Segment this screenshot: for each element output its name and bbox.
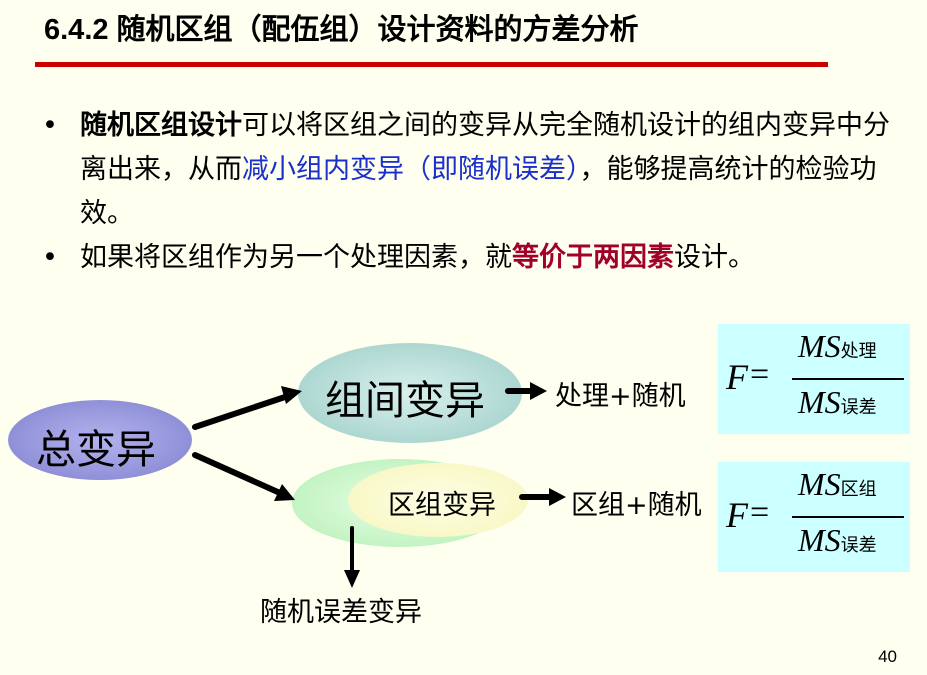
bullet-2-text-b: 设计。 — [674, 242, 755, 273]
title-underline — [35, 62, 828, 67]
formula-2-numerator: MS区组 — [798, 466, 877, 503]
bullet-2-red-phrase: 等价于两因素 — [512, 242, 674, 273]
between-variance-ellipse — [298, 343, 522, 443]
block-variance-ellipse — [348, 463, 528, 537]
formula-1-equals: = — [750, 356, 770, 393]
formula-box-treatment: F = MS处理 MS误差 — [718, 324, 910, 434]
bullet-2-text-a: 如果将区组作为另一个处理因素，就 — [80, 242, 512, 273]
bullet-item-2: • 如果将区组作为另一个处理因素，就等价于两因素设计。 — [42, 236, 902, 280]
random-variance-label: 随机误差变异 — [260, 597, 422, 628]
arrow-to-within — [192, 452, 283, 496]
bullet-list: • 随机区组设计可以将区组之间的变异从完全随机设计的组内变异中分离出来，从而减小… — [42, 104, 902, 280]
formula-2-denominator: MS误差 — [798, 522, 877, 559]
bullet-1-text-b: ，能够提高统计的检验功效。 — [80, 154, 877, 229]
formula-1-numerator: MS处理 — [798, 328, 877, 365]
formula-1-den-sub: 误差 — [840, 397, 877, 418]
formula-1-den-main: MS — [798, 384, 841, 420]
arrowhead-within — [274, 484, 295, 501]
between-result-label: 处理+随机 — [555, 381, 686, 412]
slide-title: 6.4.2 随机区组（配伍组）设计资料的方差分析 — [44, 14, 639, 46]
formula-2-equals: = — [750, 494, 770, 531]
between-variance-label: 组间变异 — [325, 378, 485, 424]
formula-1-denominator: MS误差 — [798, 384, 877, 421]
formula-box-block: F = MS区组 MS误差 — [718, 462, 910, 572]
formula-1-num-sub: 处理 — [840, 341, 877, 362]
total-variance-label: 总变异 — [36, 427, 156, 473]
formula-1-fraction-bar — [792, 378, 904, 380]
page-number: 40 — [878, 647, 897, 666]
formula-2-den-main: MS — [798, 522, 841, 558]
bullet-1-blue-phrase: 减小组内变异（即随机误差） — [242, 154, 580, 185]
total-variance-ellipse — [8, 400, 192, 480]
bullet-marker: • — [42, 110, 58, 141]
arrowhead-between-result — [530, 382, 547, 400]
formula-2-num-sub: 区组 — [840, 479, 877, 500]
bullet-1-text-a: 可以将区组之间的变异从完全随机设计的组内变异中分离出来，从而 — [80, 110, 890, 185]
block-result-label: 区组+随机 — [571, 490, 702, 521]
formula-2-num-main: MS — [798, 466, 841, 502]
formula-1-num-main: MS — [798, 328, 841, 364]
bullet-item-1: • 随机区组设计可以将区组之间的变异从完全随机设计的组内变异中分离出来，从而减小… — [42, 104, 902, 236]
formula-2-lhs: F — [726, 495, 748, 535]
bullet-marker: • — [42, 242, 58, 273]
formula-2-fraction-bar — [792, 516, 904, 518]
formula-2-den-sub: 误差 — [840, 535, 877, 556]
arrow-to-between — [192, 393, 291, 430]
arrowhead-block-result — [549, 488, 566, 506]
block-variance-label: 区组变异 — [388, 490, 496, 521]
arrowhead-random — [344, 570, 360, 588]
bullet-1-bold-term: 随机区组设计 — [80, 110, 242, 141]
formula-1-lhs: F — [726, 357, 748, 397]
arrowhead-between — [281, 386, 302, 404]
